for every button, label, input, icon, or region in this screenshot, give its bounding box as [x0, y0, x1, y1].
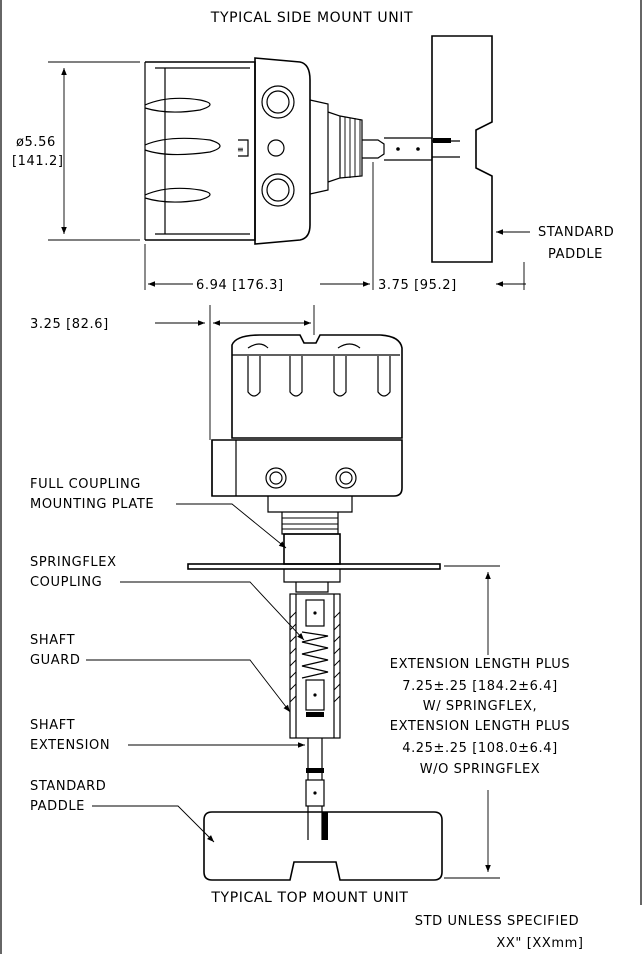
guard-label-1: SHAFT: [30, 633, 75, 648]
coupling-callout: FULL COUPLING MOUNTING PLATE: [30, 477, 287, 549]
extension-note-line-4: EXTENSION LENGTH PLUS: [390, 719, 570, 734]
side-mount-title: TYPICAL SIDE MOUNT UNIT: [210, 10, 413, 26]
extension-note-line-2: 7.25±.25 [184.2±6.4]: [402, 679, 558, 694]
diameter-dimension: ø5.56 [141.2]: [12, 61, 140, 241]
shaft-guard-callout: SHAFT GUARD: [30, 633, 291, 713]
top-paddle-label-2: PADDLE: [30, 799, 85, 814]
extension-note-line-6: W/O SPRINGFLEX: [420, 762, 541, 777]
svg-text:≡: ≡: [237, 145, 244, 154]
springflex-callout: SPRINGFLEX COUPLING: [30, 555, 305, 641]
top-mount-title: TYPICAL TOP MOUNT UNIT: [210, 890, 408, 906]
side-mount-housing: ≡: [144, 57, 460, 245]
extension-note-line-3: W/ SPRINGFLEX,: [423, 699, 538, 714]
diameter-mm-label: [141.2]: [12, 154, 64, 169]
side-standard-paddle: [431, 35, 493, 263]
top-mount-shaft-assembly: [283, 569, 341, 840]
springflex-label-2: COUPLING: [30, 575, 102, 590]
extension-note-line-5: 4.25±.25 [108.0±6.4]: [402, 741, 558, 756]
top-width-label: 3.25 [82.6]: [30, 317, 109, 332]
shaft-extension-callout: SHAFT EXTENSION: [30, 718, 305, 753]
top-paddle-label-1: STANDARD: [30, 779, 106, 794]
coupling-label-1: FULL COUPLING: [30, 477, 141, 492]
std-note: STD UNLESS SPECIFIED: [415, 914, 579, 929]
top-standard-paddle: [203, 811, 443, 881]
side-paddle-label-1: STANDARD: [538, 225, 614, 240]
side-paddle-callout: STANDARD PADDLE: [496, 225, 614, 262]
length-dimension: 6.94 [176.3] 3.75 [95.2]: [144, 162, 526, 293]
diameter-label: ø5.56: [16, 135, 56, 150]
top-width-dimension: 3.25 [82.6]: [30, 305, 315, 440]
extension-length-dimension: EXTENSION LENGTH PLUS 7.25±.25 [184.2±6.…: [390, 565, 570, 879]
top-paddle-callout: STANDARD PADDLE: [30, 779, 215, 843]
paddle-length-label: 3.75 [95.2]: [378, 278, 457, 293]
side-paddle-label-2: PADDLE: [548, 247, 603, 262]
springflex-label-1: SPRINGFLEX: [30, 555, 117, 570]
guard-label-2: GUARD: [30, 653, 81, 668]
units-note: XX" [XXmm]: [496, 936, 583, 951]
extension-label-2: EXTENSION: [30, 738, 110, 753]
side-length-label: 6.94 [176.3]: [196, 278, 284, 293]
coupling-label-2: MOUNTING PLATE: [30, 497, 154, 512]
extension-note-line-1: EXTENSION LENGTH PLUS: [390, 657, 570, 672]
top-mount-housing: [187, 334, 441, 570]
extension-label-1: SHAFT: [30, 718, 75, 733]
